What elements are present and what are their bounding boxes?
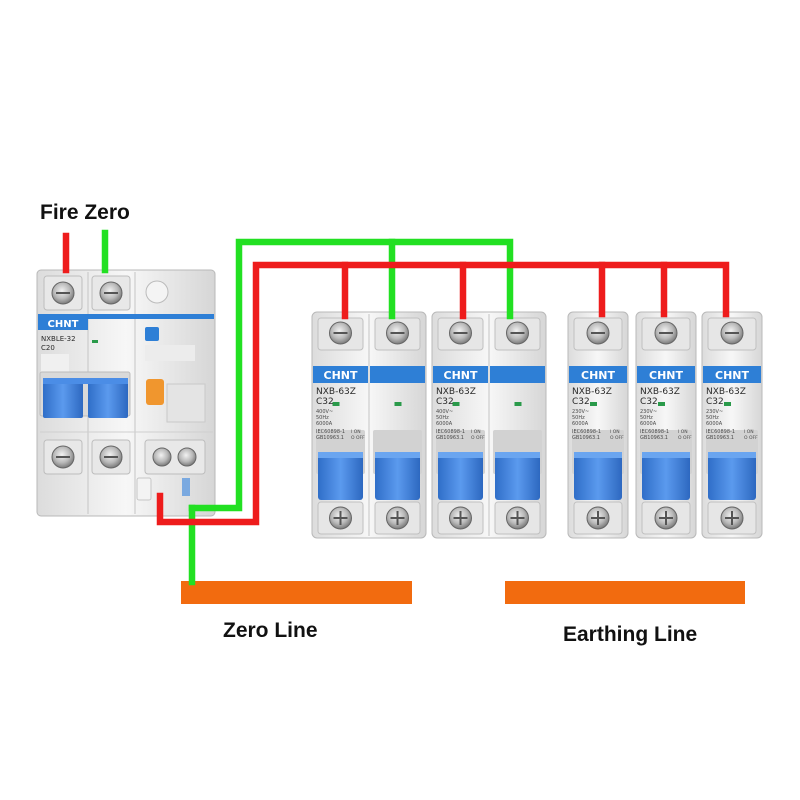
breaker-spec-voltage: 400V~ <box>316 409 333 415</box>
live-distribution-wire <box>156 261 730 526</box>
breaker-rating: C32 <box>436 397 454 407</box>
zero-line-bus-bar <box>181 581 412 604</box>
breaker-spec-standard: IEC60898-1 <box>706 429 735 435</box>
breaker-off-label: O OFF <box>678 435 692 441</box>
breaker-model: NXB-63Z <box>640 387 680 397</box>
breaker-spec-gb: GB10963.1 <box>706 435 734 441</box>
breaker-on-label: I ON <box>678 429 688 435</box>
breaker-rating: C32 <box>640 397 658 407</box>
indicator-window-icon <box>145 280 169 304</box>
breaker-brand: CHNT <box>581 369 615 382</box>
breaker-spec-capacity: 6000A <box>436 421 453 427</box>
rcbo-breaker: CHNT NXBLE-32 C20 <box>36 269 216 517</box>
rcbo-brand: CHNT <box>48 319 79 330</box>
screw-icon <box>152 447 172 467</box>
breaker-brand: CHNT <box>444 369 478 382</box>
breaker-handle[interactable] <box>318 452 363 500</box>
rcbo-handle[interactable] <box>43 378 83 418</box>
breaker-spec-frequency: 50Hz <box>316 415 329 421</box>
breaker-spec-standard: IEC60898-1 <box>436 429 465 435</box>
breaker-handle[interactable] <box>495 452 540 500</box>
breaker-spec-frequency: 50Hz <box>572 415 585 421</box>
breaker-off-label: O OFF <box>744 435 758 441</box>
breaker-spec-frequency: 50Hz <box>706 415 719 421</box>
breaker-model: NXB-63Z <box>316 387 356 397</box>
breaker-rating: C32 <box>572 397 590 407</box>
breaker-spec-voltage: 230V~ <box>640 409 657 415</box>
breaker-brand: CHNT <box>324 369 358 382</box>
breaker-pole <box>490 317 545 535</box>
breaker-handle[interactable] <box>574 452 622 500</box>
breaker-spec-gb: GB10963.1 <box>640 435 668 441</box>
breaker-spec-capacity: 6000A <box>316 421 333 427</box>
breaker-model: NXB-63Z <box>572 387 612 397</box>
breaker-on-label: I ON <box>744 429 754 435</box>
breaker-model: NXB-63Z <box>436 387 476 397</box>
breaker-spec-standard: IEC60898-1 <box>316 429 345 435</box>
rcbo-rating: C20 <box>41 344 55 352</box>
breaker-spec-gb: GB10963.1 <box>436 435 464 441</box>
breaker-spec-voltage: 230V~ <box>572 409 589 415</box>
breaker-spec-frequency: 50Hz <box>436 415 449 421</box>
breaker-spec-voltage: 400V~ <box>436 409 453 415</box>
breaker-spec-gb: GB10963.1 <box>572 435 600 441</box>
earthing-line-label: Earthing Line <box>563 623 697 646</box>
rcbo-handle[interactable] <box>88 378 128 418</box>
breaker-poles: CHNTNXB-63ZC32400V~50Hz6000AIEC60898-1GB… <box>313 311 763 539</box>
breaker-spec-standard: IEC60898-1 <box>572 429 601 435</box>
breaker-spec-capacity: 6000A <box>640 421 657 427</box>
test-button[interactable] <box>146 379 164 405</box>
breaker-brand: CHNT <box>715 369 749 382</box>
wires <box>62 229 730 586</box>
breaker-spec-gb: GB10963.1 <box>316 435 344 441</box>
breaker-pole <box>370 317 425 535</box>
breaker-handle[interactable] <box>642 452 690 500</box>
breaker-rating: C32 <box>316 397 334 407</box>
breaker-off-label: O OFF <box>351 435 365 441</box>
breaker-on-label: I ON <box>351 429 361 435</box>
earthing-line-bus-bar <box>505 581 745 604</box>
screw-icon <box>177 447 197 467</box>
breaker-rating: C32 <box>706 397 724 407</box>
breaker-on-label: I ON <box>471 429 481 435</box>
breaker-off-label: O OFF <box>610 435 624 441</box>
breaker-spec-capacity: 6000A <box>572 421 589 427</box>
breaker-handle[interactable] <box>708 452 756 500</box>
breaker-model: NXB-63Z <box>706 387 746 397</box>
breaker-on-label: I ON <box>610 429 620 435</box>
breaker-off-label: O OFF <box>471 435 485 441</box>
breaker-spec-capacity: 6000A <box>706 421 723 427</box>
breaker-handle[interactable] <box>438 452 483 500</box>
breaker-handle[interactable] <box>375 452 420 500</box>
breaker-spec-voltage: 230V~ <box>706 409 723 415</box>
qr-code-icon <box>166 383 206 423</box>
breaker-spec-frequency: 50Hz <box>640 415 653 421</box>
rcbo-model: NXBLE-32 <box>41 335 76 343</box>
fire-zero-label: Fire Zero <box>40 201 130 224</box>
breaker-brand: CHNT <box>649 369 683 382</box>
zero-line-label: Zero Line <box>223 619 318 642</box>
breaker-spec-standard: IEC60898-1 <box>640 429 669 435</box>
